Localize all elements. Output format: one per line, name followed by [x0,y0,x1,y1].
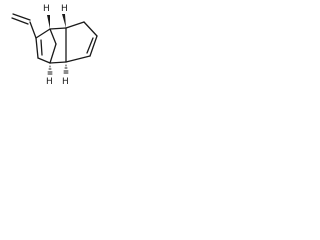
stereo-h-label-3: H [46,77,53,86]
bridge-bond-1 [49,28,57,45]
wedge-bond-h1 [62,14,66,28]
hash-bond-h3 [47,65,53,75]
bond-c1-c7 [35,28,51,39]
bond-c3-c5 [49,61,67,64]
bond-c4-c8 [65,21,85,29]
bridge-bond-2 [49,43,57,64]
norbornene-ring [35,27,67,64]
hash-bond-h4 [63,64,69,74]
aldehyde-group [11,13,37,39]
bond-c1-c2-inner [40,39,43,56]
aldehyde-carbon-bond [29,21,37,39]
bond-c9-c10-inner [86,37,94,54]
aldehyde-double-bond-2 [11,17,29,25]
bond-c7-c4 [49,27,67,30]
bond-c1-c2 [35,37,39,59]
chemical-structure: H H H H [11,4,98,86]
bond-c10-c5 [65,55,91,63]
stereo-h-label-1: H [43,4,50,14]
stereo-h-label-2: H [61,4,68,14]
stereo-h-label-4: H [62,77,69,86]
bond-c8-c9 [83,21,98,37]
wedge-bond-h2 [47,15,50,29]
aldehyde-double-bond-1 [12,13,31,21]
cyclopentene-ring [65,21,98,63]
bond-c2-c3 [37,57,51,64]
bond-c9-c10 [89,35,98,57]
